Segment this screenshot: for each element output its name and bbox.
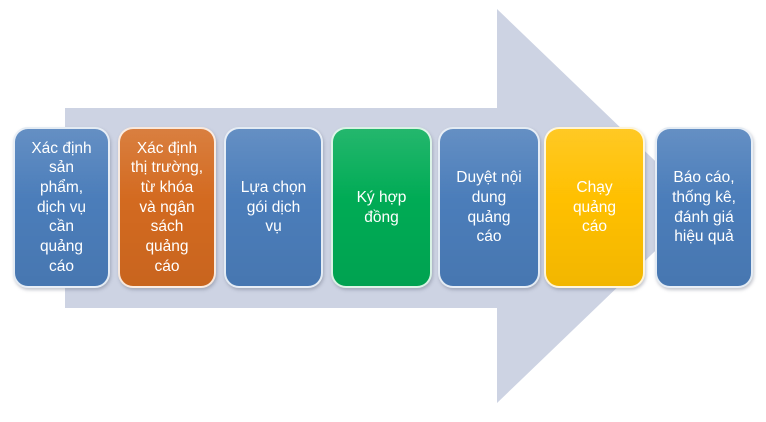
process-step-6: Chạy quảng cáo bbox=[544, 127, 645, 288]
process-step-1: Xác định sản phẩm, dịch vụ cần quảng cáo bbox=[13, 127, 110, 288]
process-step-5-label: Duyệt nội dung quảng cáo bbox=[456, 169, 522, 246]
process-step-7-label: Báo cáo, thống kê, đánh giá hiệu quả bbox=[672, 169, 736, 246]
process-step-7: Báo cáo, thống kê, đánh giá hiệu quả bbox=[655, 127, 753, 288]
process-step-6-label: Chạy quảng cáo bbox=[572, 178, 617, 236]
process-step-3: Lựa chọn gói dịch vụ bbox=[224, 127, 323, 288]
process-step-1-label: Xác định sản phẩm, dịch vụ cần quảng cáo bbox=[31, 139, 92, 275]
process-step-4: Ký hợp đồng bbox=[331, 127, 432, 288]
process-step-2: Xác định thị trường, từ khóa và ngân sác… bbox=[118, 127, 216, 288]
process-step-2-label: Xác định thị trường, từ khóa và ngân sác… bbox=[130, 139, 204, 275]
process-step-4-label: Ký hợp đồng bbox=[356, 188, 407, 226]
process-step-3-label: Lựa chọn gói dịch vụ bbox=[240, 178, 307, 236]
process-step-5: Duyệt nội dung quảng cáo bbox=[438, 127, 540, 288]
